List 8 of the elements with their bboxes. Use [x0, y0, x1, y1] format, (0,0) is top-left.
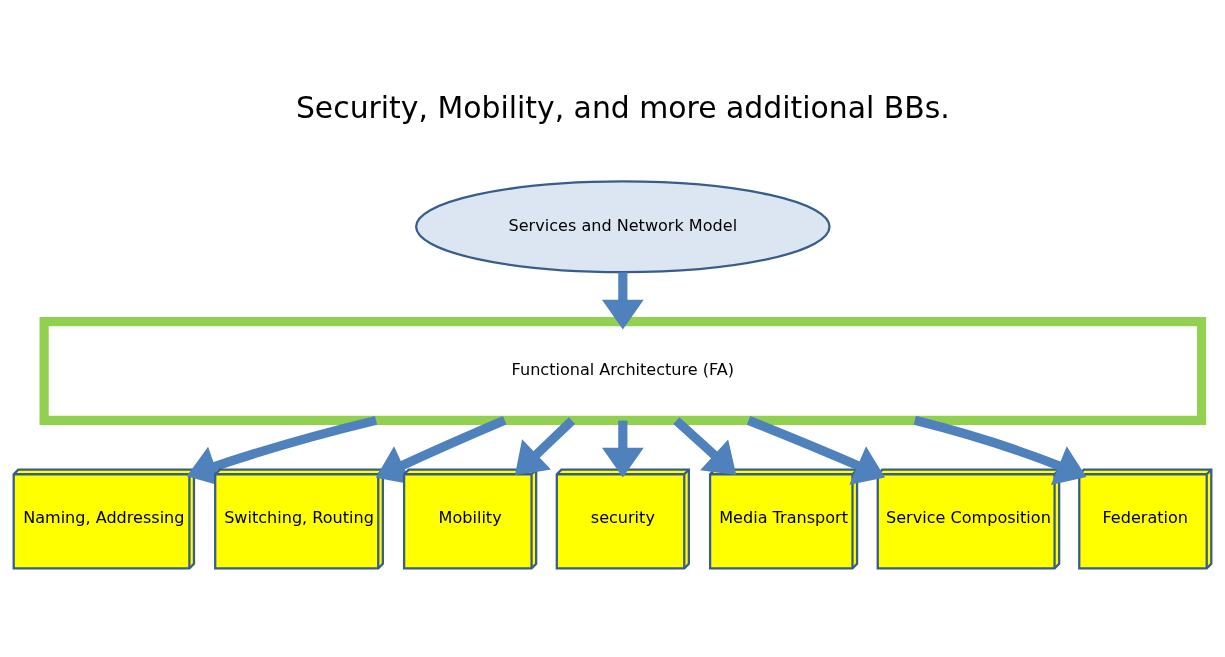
- arrow: [673, 416, 737, 475]
- arrow: [601, 271, 644, 329]
- arrow: [913, 415, 1087, 485]
- label: Security, Mobility, and more additional BBs.: [295, 89, 950, 125]
- node-box: Functional Architecture (FA): [39, 316, 1207, 425]
- arrow: [746, 415, 886, 485]
- node-ellipse: Services and Network Model: [415, 179, 831, 273]
- arrow: [601, 420, 644, 478]
